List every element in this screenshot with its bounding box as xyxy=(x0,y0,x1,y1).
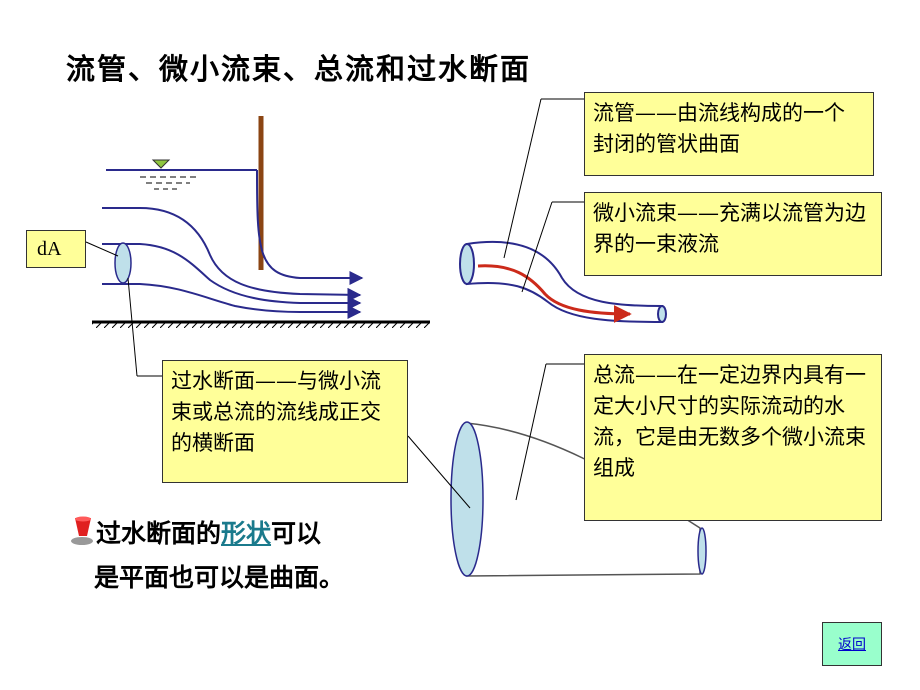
water-level-dashes xyxy=(140,176,200,190)
filament-definition: 微小流束——充满以流管为边界的一束液流 xyxy=(584,192,882,276)
page-title: 流管、微小流束、总流和过水断面 xyxy=(66,52,532,86)
sluice-gate-flow xyxy=(85,116,430,377)
tube-inlet xyxy=(459,243,475,285)
stream-tube-definition: 流管——由流线构成的一个封闭的管状曲面 xyxy=(584,92,874,176)
note-prefix: 过水断面的 xyxy=(96,519,222,548)
bullet-marker-icon xyxy=(71,516,93,545)
cross-section-da xyxy=(114,242,132,284)
note-line-2: 是平面也可以是曲面。 xyxy=(94,563,345,592)
streamlines xyxy=(102,169,364,319)
tube-pointer xyxy=(503,98,542,259)
back-button[interactable]: 返回 xyxy=(822,622,882,666)
total-pointer xyxy=(515,363,547,501)
total-flow-inlet xyxy=(450,421,484,577)
total-flow-definition: 总流——在一定边界内具有一定大小尺寸的实际流动的水流，它是由无数多个微小流束组成 xyxy=(584,354,882,521)
da-label: dA xyxy=(26,230,86,268)
filament xyxy=(477,264,632,323)
cross-section-definition: 过水断面——与微小流束或总流的流线成正交的横断面 xyxy=(162,360,408,483)
ground-hatch xyxy=(92,322,430,328)
total-flow-outlet xyxy=(697,527,707,575)
total-flow-figure xyxy=(407,363,707,577)
stream-tube-figure xyxy=(459,98,667,324)
section-pointer xyxy=(127,277,138,377)
shape-note: 过水断面的形状可以 是平面也可以是曲面。 xyxy=(70,512,344,600)
note-highlight-link[interactable]: 形状 xyxy=(221,519,272,548)
back-button-label: 返回 xyxy=(838,637,866,653)
filament-pointer xyxy=(521,201,553,293)
note-suffix: 可以 xyxy=(271,519,322,548)
water-level-icon xyxy=(151,159,171,169)
da-pointer xyxy=(85,241,119,257)
tube-outlet xyxy=(657,305,667,323)
section-box-pointer xyxy=(407,435,471,509)
note-line-1: 过水断面的形状可以 xyxy=(70,512,344,556)
